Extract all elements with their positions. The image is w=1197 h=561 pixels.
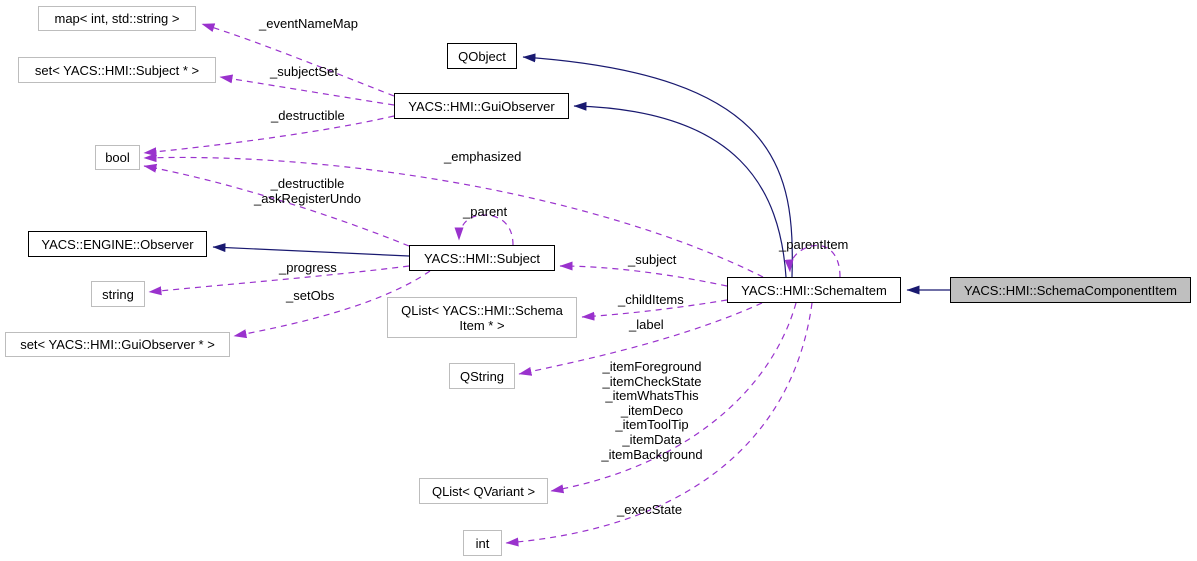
- edge-itemlists: [550, 302, 797, 494]
- node-qlist-schemaitem: QList< YACS::HMI::Schema Item * >: [387, 297, 577, 338]
- edge-schemaitem-to-qobject: [522, 53, 793, 278]
- node-schemaitem[interactable]: YACS::HMI::SchemaItem: [727, 277, 901, 303]
- node-int: int: [463, 530, 502, 556]
- edge-label: [518, 302, 763, 376]
- edge-label-parent: _parent: [463, 204, 508, 219]
- edge-eventnamemap: [201, 23, 395, 97]
- edge-label-execstate: _execState: [617, 502, 683, 517]
- node-guiobserver[interactable]: YACS::HMI::GuiObserver: [394, 93, 569, 119]
- edge-parent-selfloop: [454, 214, 514, 246]
- node-bool: bool: [95, 145, 140, 170]
- edge-label-parentitem: _parentItem: [779, 237, 849, 252]
- edge-label-label: _label: [629, 317, 664, 332]
- edge-label-subject: _subject: [628, 252, 677, 267]
- edge-subjectset: [219, 74, 395, 106]
- node-qstring: QString: [449, 363, 515, 389]
- edge-label-itemlists: _itemForeground _itemCheckState _itemWha…: [601, 359, 703, 462]
- node-engine-observer[interactable]: YACS::ENGINE::Observer: [28, 231, 207, 257]
- edge-emphasized: [143, 153, 764, 278]
- edge-destructible: [143, 115, 395, 157]
- edge-label-childitems: _childItems: [618, 292, 684, 307]
- edge-destructible-askregisterundo: [143, 163, 410, 247]
- edge-execstate: [505, 302, 813, 547]
- edge-setobs: [233, 270, 431, 339]
- edge-label-setobs: _setObs: [286, 288, 335, 303]
- node-qobject[interactable]: QObject: [447, 43, 517, 69]
- node-map-int-string: map< int, std::string >: [38, 6, 196, 31]
- edge-label-subjectset: _subjectSet: [270, 64, 338, 79]
- node-schemacomponentitem: YACS::HMI::SchemaComponentItem: [950, 277, 1191, 303]
- node-subject[interactable]: YACS::HMI::Subject: [409, 245, 555, 271]
- edge-subject-to-observer: [212, 243, 410, 257]
- node-string: string: [91, 281, 145, 307]
- edge-label-eventnamemap: _eventNameMap: [259, 16, 358, 31]
- edge-label-progress: _progress: [279, 260, 337, 275]
- node-qlist-qvariant: QList< QVariant >: [419, 478, 548, 504]
- edge-schemaitem-to-guiobserver: [573, 101, 787, 278]
- edge-subject: [559, 261, 728, 287]
- node-set-guiobserver: set< YACS::HMI::GuiObserver * >: [5, 332, 230, 357]
- edge-label-emphasized: _emphasized: [444, 149, 522, 164]
- node-set-subject: set< YACS::HMI::Subject * >: [18, 57, 216, 83]
- edge-label-destructible: _destructible: [271, 108, 345, 123]
- edge-parentitem-selfloop: [784, 244, 841, 278]
- edge-label-destructible-askregisterundo: _destructible _askRegisterUndo: [254, 176, 361, 206]
